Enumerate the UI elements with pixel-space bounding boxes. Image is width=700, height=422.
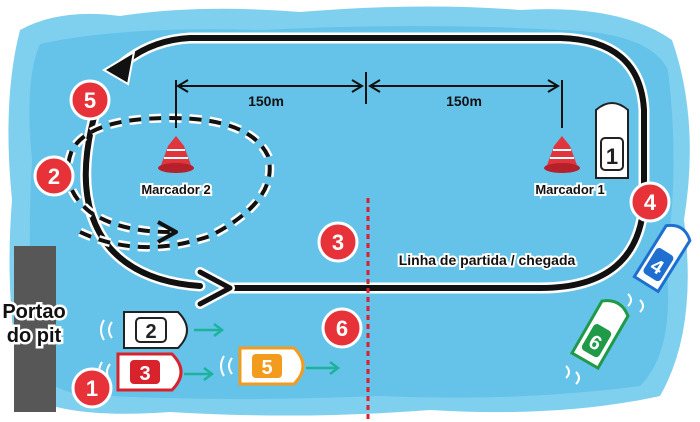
step-badge-4: 4 (629, 181, 671, 223)
step-badge-2: 2 (33, 155, 75, 197)
course-arrowhead-top (102, 49, 136, 86)
boat-3: 3 (116, 352, 183, 392)
boat-3-number: 3 (139, 363, 150, 385)
marker-2-buoy-icon (158, 136, 194, 173)
boat-4-wake (627, 293, 644, 313)
boat-6: 6 (569, 299, 630, 371)
boat-2-wake (100, 319, 113, 341)
turn-path-left-core (82, 107, 203, 289)
step-badge-1-text: 1 (86, 376, 98, 401)
boat-6-wake (565, 365, 580, 385)
pit-gate-label-line2: do pit (7, 325, 62, 347)
warmup-loop-core (65, 115, 272, 249)
arrowhead-start-core (197, 269, 233, 307)
boat-5: 5 (238, 346, 305, 386)
marker-1-label: Marcador 1 (535, 182, 604, 197)
step-badge-3: 3 (317, 221, 359, 263)
course-loop-path-core (117, 35, 647, 291)
step-badge-5: 5 (69, 79, 111, 121)
boat-5-wake (220, 355, 233, 377)
pit-gate (14, 246, 56, 412)
start-finish-label: Linha de partida / chegada (399, 252, 576, 268)
distance-lines (175, 72, 563, 128)
marker-2-label: Marcador 2 (141, 182, 210, 197)
step-badge-6-text: 6 (336, 316, 348, 341)
distance-label-right: 150m (446, 93, 482, 109)
distance-label-left: 150m (248, 93, 284, 109)
boat-2: 2 (123, 311, 188, 349)
marker-1-buoy-icon (544, 136, 580, 173)
boat-5-number: 5 (261, 357, 272, 379)
step-badge-3-text: 3 (332, 230, 344, 255)
boat-1-number: 1 (606, 144, 618, 169)
step-badge-1: 1 (71, 367, 113, 409)
boat-4: 4 (632, 223, 692, 294)
boat-2-number: 2 (145, 321, 156, 343)
step-badge-5-text: 5 (84, 88, 96, 113)
warmup-arrowhead (157, 220, 178, 244)
step-badge-4-text: 4 (644, 190, 657, 215)
pit-gate-label-line1: Portao (2, 301, 65, 323)
boat-1: 1 (595, 102, 629, 179)
step-badge-2-text: 2 (48, 164, 60, 189)
movement-arrows (184, 323, 341, 381)
step-badge-6: 6 (321, 307, 363, 349)
